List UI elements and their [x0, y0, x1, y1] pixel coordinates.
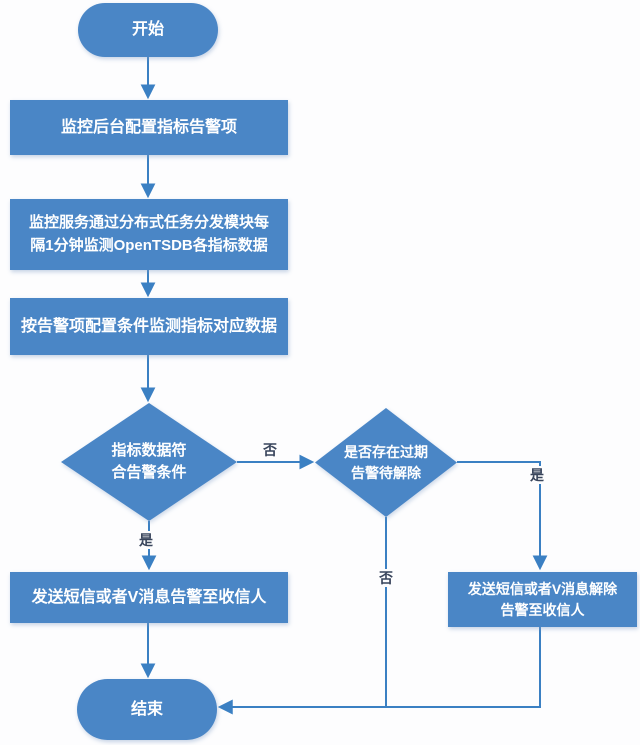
send-alert-label: 发送短信或者V消息告警至收信人: [31, 588, 267, 606]
decision-expired-alert-pending: 是否存在过期 告警待解除: [315, 408, 457, 517]
edge-label-yes-alert: 是: [137, 531, 155, 549]
configure-label: 监控后台配置指标告警项: [60, 118, 237, 136]
decision-expired-alert-pending-shape: 是否存在过期 告警待解除: [315, 408, 457, 517]
decision2-label: 是否存在过期 告警待解除: [344, 443, 428, 481]
send-resolve-label: 发送短信或者V消息解除 告警至收信人: [467, 580, 618, 618]
decision-metric-matches-alert: 指标数据符 合告警条件: [61, 403, 237, 521]
edge-resolve-to-end: [217, 627, 541, 715]
step-send-alert-message: 发送短信或者V消息告警至收信人: [10, 572, 288, 623]
end-label: 结束: [130, 700, 163, 718]
edge-decision2-yes-to-resolve: [457, 461, 548, 571]
decision-metric-matches-alert-shape: 指标数据符 合告警条件: [61, 403, 237, 521]
edge-label-no-expired: 否: [377, 569, 395, 587]
step-send-resolve-message: 发送短信或者V消息解除 告警至收信人: [448, 572, 637, 627]
edge-label-no-check-expired: 否: [261, 441, 279, 459]
evaluate-label: 按告警项配置条件监测指标对应数据: [20, 317, 277, 335]
edge-label-yes-resolve: 是: [528, 466, 546, 484]
step-evaluate-conditions: 按告警项配置条件监测指标对应数据: [10, 298, 288, 355]
monitor-label: 监控服务通过分布式任务分发模块每 隔1分钟监测OpenTSDB各指标数据: [28, 214, 269, 254]
decision1-label: 指标数据符 合告警条件: [111, 441, 187, 482]
start-label: 开始: [131, 21, 164, 38]
flow-start-node: 开始: [78, 3, 218, 57]
step-monitor-opentsdb: 监控服务通过分布式任务分发模块每 隔1分钟监测OpenTSDB各指标数据: [10, 199, 288, 270]
flow-end-node: 结束: [77, 679, 217, 740]
step-configure-alert-items: 监控后台配置指标告警项: [10, 100, 288, 155]
